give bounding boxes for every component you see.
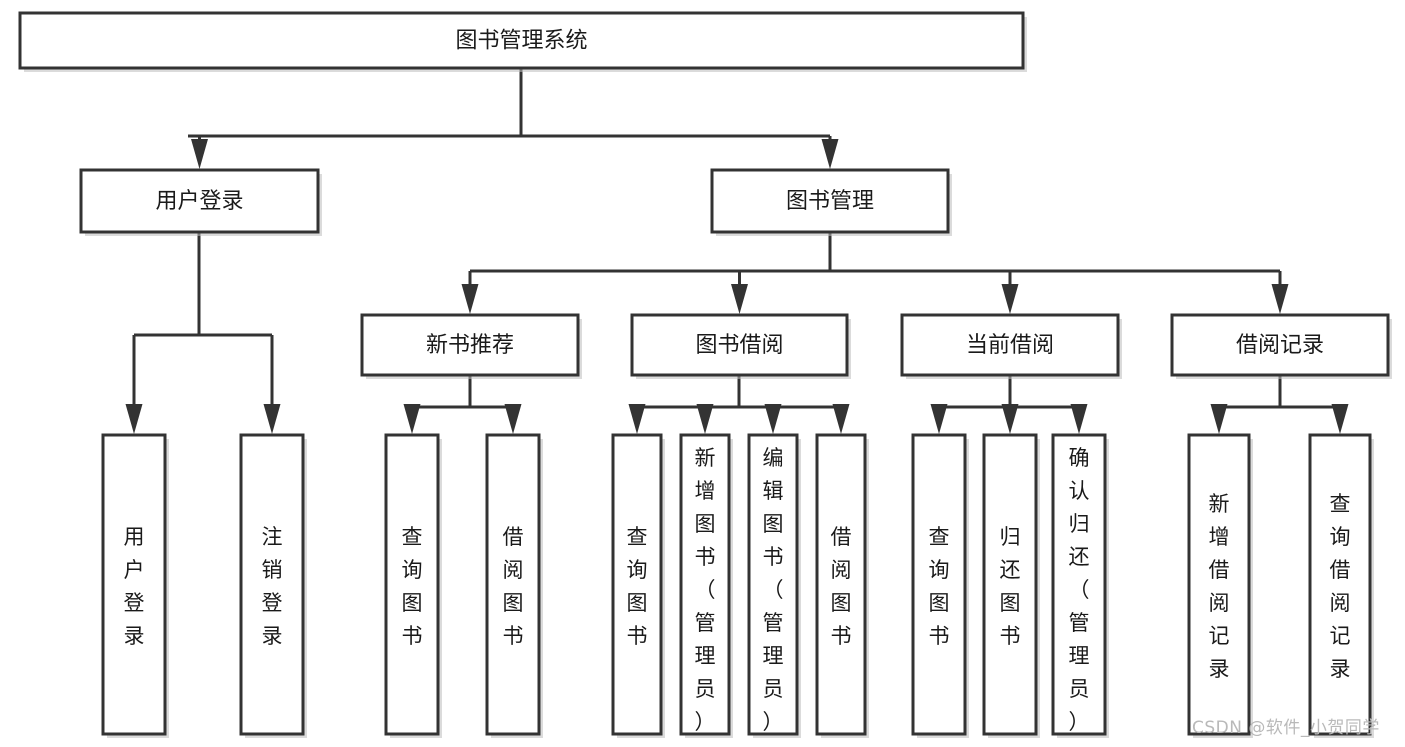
node-编辑图书管理员-leaf-1-2[interactable]: 编辑图书（管理员） bbox=[747, 433, 801, 738]
connector-new-book-bus bbox=[412, 375, 513, 409]
node-label: 借阅图书 bbox=[503, 525, 524, 648]
arrow-connector bbox=[930, 404, 948, 434]
arrow-connector bbox=[832, 404, 850, 434]
connector-book-manage-bus bbox=[470, 232, 1280, 273]
arrow-connector bbox=[821, 136, 839, 169]
node-注销登录-l3-1[interactable]: 注销登录 bbox=[239, 433, 307, 738]
arrow-connector bbox=[696, 404, 714, 434]
node-新增借阅记录-leaf-3-0[interactable]: 新增借阅记录 bbox=[1187, 433, 1253, 738]
arrow-connector bbox=[1001, 271, 1019, 314]
node-label: 查询借阅记录 bbox=[1330, 492, 1351, 681]
node-查询图书-leaf-0-0[interactable]: 查询图书 bbox=[384, 433, 442, 738]
node-借阅图书-leaf-1-3[interactable]: 借阅图书 bbox=[815, 433, 869, 738]
connector-borrow-bus bbox=[637, 375, 841, 409]
node-确认归还管理员-leaf-2-2[interactable]: 确认归还（管理员） bbox=[1051, 433, 1109, 738]
arrow-connector bbox=[191, 136, 208, 169]
arrow-connector bbox=[764, 404, 782, 434]
node-label: 注销登录 bbox=[262, 525, 283, 648]
arrow-connector bbox=[461, 271, 479, 314]
node-图书管理系统-root[interactable]: 图书管理系统 bbox=[18, 11, 1027, 72]
watermark-layer: CSDN @软件_小贺同学 bbox=[1192, 718, 1380, 738]
node-label: 图书借阅 bbox=[695, 333, 783, 358]
node-label: 借阅图书 bbox=[831, 525, 852, 648]
node-label: 查询图书 bbox=[402, 525, 423, 648]
arrow-connector bbox=[1331, 404, 1349, 434]
arrow-connector bbox=[125, 335, 143, 434]
connector-record-bus bbox=[1219, 375, 1340, 409]
node-图书借阅-l3-1[interactable]: 图书借阅 bbox=[630, 313, 851, 379]
nodes-layer: 图书管理系统用户登录用户登录注销登录图书管理新书推荐查询图书借阅图书图书借阅查询… bbox=[18, 11, 1392, 738]
node-label: 用户登录 bbox=[124, 525, 145, 648]
node-label: 图书管理系统 bbox=[455, 29, 587, 54]
node-label: 新增图书（管理员） bbox=[695, 446, 716, 734]
connectors-layer bbox=[125, 68, 1349, 434]
node-新书推荐-l3-0[interactable]: 新书推荐 bbox=[360, 313, 582, 379]
node-当前借阅-l3-2[interactable]: 当前借阅 bbox=[900, 313, 1122, 379]
node-借阅记录-l3-3[interactable]: 借阅记录 bbox=[1170, 313, 1392, 379]
arrow-connector bbox=[1070, 404, 1088, 434]
arrow-connector bbox=[1271, 271, 1289, 314]
node-label: 查询图书 bbox=[627, 525, 648, 648]
node-归还图书-leaf-2-1[interactable]: 归还图书 bbox=[982, 433, 1040, 738]
node-label: 确认归还（管理员） bbox=[1069, 446, 1090, 734]
arrow-connector bbox=[731, 271, 748, 314]
node-查询图书-leaf-1-0[interactable]: 查询图书 bbox=[611, 433, 665, 738]
node-查询图书-leaf-2-0[interactable]: 查询图书 bbox=[911, 433, 969, 738]
arrow-connector bbox=[1210, 404, 1228, 434]
node-label: 查询图书 bbox=[929, 525, 950, 648]
node-图书管理-l2-1[interactable]: 图书管理 bbox=[710, 168, 952, 236]
node-label: 新书推荐 bbox=[426, 333, 514, 358]
connector-user-login-bus bbox=[134, 232, 272, 337]
node-借阅图书-leaf-0-1[interactable]: 借阅图书 bbox=[485, 433, 543, 738]
node-新增图书管理员-leaf-1-1[interactable]: 新增图书（管理员） bbox=[679, 433, 733, 738]
node-用户登录-l2-0[interactable]: 用户登录 bbox=[79, 168, 322, 236]
csdn-watermark: CSDN @软件_小贺同学 bbox=[1192, 718, 1380, 738]
arrow-connector bbox=[1001, 404, 1019, 434]
arrow-connector bbox=[263, 335, 281, 434]
node-用户登录-l3-0[interactable]: 用户登录 bbox=[101, 433, 169, 738]
connector-current-borrow-bus bbox=[939, 375, 1079, 409]
node-label: 编辑图书（管理员） bbox=[763, 446, 784, 734]
node-label: 新增借阅记录 bbox=[1209, 492, 1230, 681]
connector-root-bus bbox=[188, 68, 830, 138]
arrow-connector bbox=[504, 404, 522, 434]
node-label: 用户登录 bbox=[155, 189, 243, 214]
node-label: 当前借阅 bbox=[966, 333, 1054, 358]
node-label: 图书管理 bbox=[786, 189, 874, 214]
arrow-connector bbox=[628, 404, 646, 434]
arrow-connector bbox=[403, 404, 421, 434]
node-label: 借阅记录 bbox=[1236, 333, 1324, 358]
node-label: 归还图书 bbox=[1000, 525, 1021, 648]
node-查询借阅记录-leaf-3-1[interactable]: 查询借阅记录 bbox=[1308, 433, 1374, 738]
